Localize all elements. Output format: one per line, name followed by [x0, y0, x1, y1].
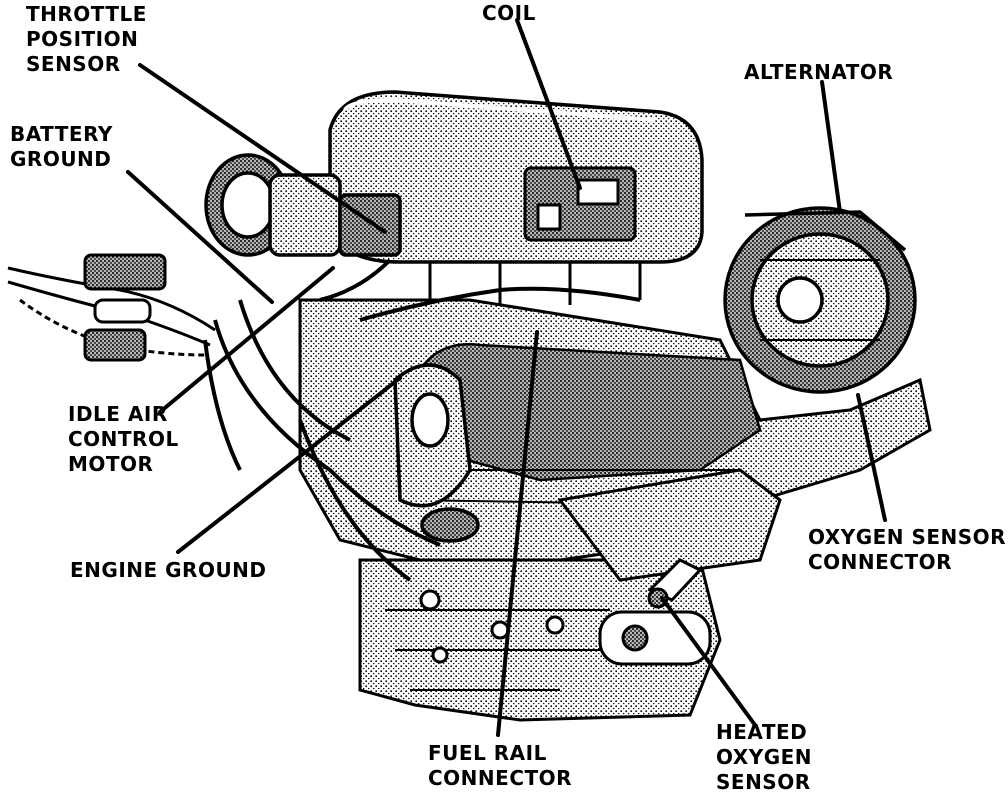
label-heated-oxygen-sensor: HEATED OXYGEN SENSOR [716, 720, 813, 794]
leader-idle-air-control-motor [158, 266, 335, 414]
coil-body [523, 166, 637, 242]
label-idle-air-control-motor: IDLE AIR CONTROL MOTOR [68, 402, 179, 476]
leader-battery-ground [126, 170, 274, 304]
label-throttle-position-sensor: THROTTLE POSITION SENSOR [26, 2, 147, 76]
label-fuel-rail-connector: FUEL RAIL CONNECTOR [428, 741, 573, 790]
throttle-body [204, 153, 402, 257]
engine-block-lower [358, 558, 722, 722]
label-oxygen-sensor-connector: OXYGEN SENSOR CONNECTOR [808, 525, 1007, 574]
leader-oxygen-sensor-connector [856, 393, 887, 522]
timing-cover [393, 363, 480, 543]
leader-alternator [820, 80, 842, 214]
leader-coil [515, 18, 582, 190]
leader-heated-oxygen-sensor [660, 596, 757, 727]
exhaust-manifold [557, 468, 782, 609]
label-battery-ground: BATTERY GROUND [10, 122, 113, 171]
leader-lines [126, 18, 887, 737]
hoses [203, 258, 641, 582]
label-coil: COIL [482, 1, 536, 25]
label-engine-ground: ENGINE GROUND [70, 558, 267, 582]
wiring-harness [7, 253, 216, 362]
label-alternator: ALTERNATOR [744, 60, 894, 84]
leader-engine-ground [176, 376, 402, 554]
leader-throttle-position-sensor [138, 63, 387, 234]
alternator-body [723, 206, 917, 394]
leader-fuel-rail-connector [496, 330, 539, 737]
